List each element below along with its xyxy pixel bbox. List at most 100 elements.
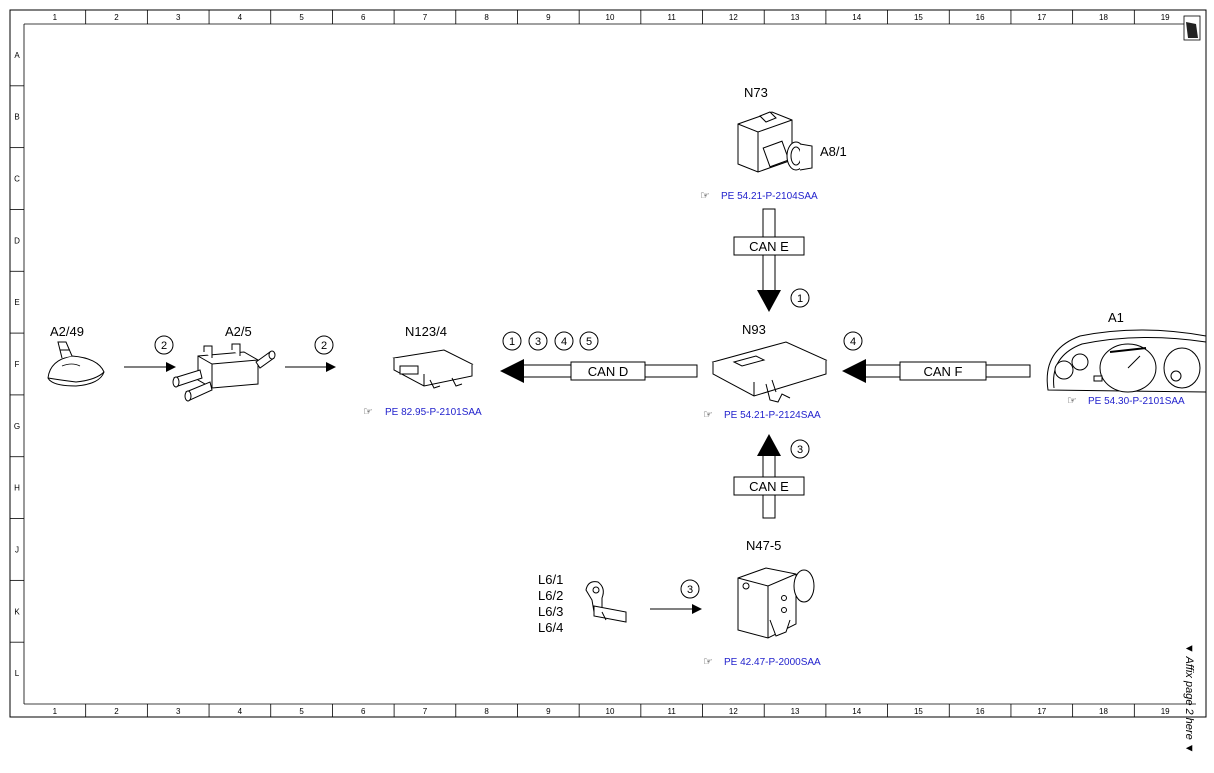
label-l6-4: L6/4 <box>538 620 563 635</box>
marker-a2-49 <box>154 335 174 355</box>
module-n123-4-icon <box>392 349 474 389</box>
grid-top-col-11: 11 <box>668 13 677 22</box>
grid-bottom-col-7: 7 <box>423 707 428 716</box>
reference-a1[interactable]: PE 54.30-P-2101SAA <box>1088 396 1185 407</box>
grid-bottom-col-11: 11 <box>668 707 677 716</box>
can-f-bus-arrow: CAN F <box>842 359 1031 383</box>
label-a2-5: A2/5 <box>225 324 252 339</box>
grid-bottom-col-17: 17 <box>1037 707 1046 716</box>
label-l6-3: L6/3 <box>538 604 563 619</box>
reference-n93[interactable]: PE 54.21-P-2124SAA <box>724 410 821 421</box>
grid-row-G: G <box>14 422 20 431</box>
reference-n123-4[interactable]: PE 82.95-P-2101SAA <box>385 407 482 418</box>
instrument-cluster-a1-icon <box>1046 329 1207 393</box>
grid-bottom-col-18: 18 <box>1099 707 1108 716</box>
bus-label-can-e-top: CAN E <box>749 239 789 254</box>
reference-n47-5[interactable]: PE 42.47-P-2000SAA <box>724 657 821 668</box>
esp-unit-n47-5-icon <box>737 567 815 639</box>
bus-label-can-f: CAN F <box>924 364 963 379</box>
grid-top-col-18: 18 <box>1099 13 1108 22</box>
grid-row-B: B <box>14 113 19 122</box>
antenna-a2-49-icon <box>47 341 105 387</box>
ref-icon-n123: ☞ <box>363 406 373 418</box>
svg-text:1: 1 <box>797 293 803 305</box>
bus-label-can-d: CAN D <box>588 364 628 379</box>
grid-top-col-14: 14 <box>852 13 861 22</box>
reference-n73[interactable]: PE 54.21-P-2104SAA <box>721 191 818 202</box>
label-n93: N93 <box>742 322 766 337</box>
grid-bottom-col-19: 19 <box>1161 707 1170 716</box>
grid-top-col-7: 7 <box>423 13 428 22</box>
splitter-a2-5-icon <box>172 343 276 402</box>
ref-icon-a1: ☞ <box>1067 395 1077 407</box>
svg-text:3: 3 <box>687 584 693 596</box>
label-n123-4: N123/4 <box>405 324 447 339</box>
grid-row-L: L <box>15 669 20 678</box>
grid-top-col-17: 17 <box>1037 13 1046 22</box>
grid-row-D: D <box>14 236 20 245</box>
grid-row-C: C <box>14 175 20 184</box>
grid-top-col-10: 10 <box>606 13 615 22</box>
grid-bottom-col-10: 10 <box>606 707 615 716</box>
can-d-markers: 1 3 4 5 <box>502 331 599 351</box>
grid-top-col-3: 3 <box>176 13 181 22</box>
grid-top-col-13: 13 <box>791 13 800 22</box>
gateway-n93-icon <box>711 341 828 403</box>
label-a8-1: A8/1 <box>820 144 847 159</box>
grid-bottom-col-6: 6 <box>361 707 366 716</box>
grid-bottom-col-9: 9 <box>546 707 551 716</box>
label-l6-2: L6/2 <box>538 588 563 603</box>
ref-icon-n93: ☞ <box>703 409 713 421</box>
grid-top-col-2: 2 <box>114 13 119 22</box>
label-n47-5: N47-5 <box>746 538 781 553</box>
page-corner-icon <box>1183 15 1201 41</box>
svg-text:1: 1 <box>509 336 515 348</box>
svg-text:3: 3 <box>535 336 541 348</box>
label-a1: A1 <box>1108 310 1124 325</box>
grid-bottom-col-14: 14 <box>852 707 861 716</box>
grid-top-col-15: 15 <box>914 13 923 22</box>
label-n73: N73 <box>744 85 768 100</box>
marker-can-e-top <box>790 288 810 308</box>
grid-top-col-9: 9 <box>546 13 551 22</box>
marker-can-f <box>843 331 863 351</box>
ref-icon-n73: ☞ <box>700 190 710 202</box>
can-e-bottom-bus-arrow: CAN E <box>733 434 805 519</box>
grid-top-col-4: 4 <box>238 13 243 22</box>
bus-label-can-e-bottom: CAN E <box>749 479 789 494</box>
grid-bottom-col-5: 5 <box>299 707 304 716</box>
grid-bottom-col-3: 3 <box>176 707 181 716</box>
grid-bottom-col-15: 15 <box>914 707 923 716</box>
grid-top-col-5: 5 <box>299 13 304 22</box>
grid-bottom-col-13: 13 <box>791 707 800 716</box>
grid-top-col-8: 8 <box>484 13 489 22</box>
grid-bottom-col-1: 1 <box>53 707 58 716</box>
grid-row-H: H <box>14 484 20 493</box>
grid-bottom-col-16: 16 <box>976 707 985 716</box>
speed-sensor-l6-icon <box>585 581 627 623</box>
svg-text:4: 4 <box>561 336 567 348</box>
can-e-top-bus-arrow: CAN E <box>733 208 805 312</box>
label-l6-1: L6/1 <box>538 572 563 587</box>
grid-top-col-19: 19 <box>1161 13 1170 22</box>
grid-row-J: J <box>15 545 19 554</box>
grid-row-E: E <box>14 298 19 307</box>
marker-can-e-bottom <box>790 439 810 459</box>
grid-bottom-col-8: 8 <box>484 707 489 716</box>
grid-top-col-1: 1 <box>53 13 58 22</box>
grid-row-K: K <box>14 607 20 616</box>
grid-top-col-12: 12 <box>729 13 738 22</box>
ignition-switch-n73-icon <box>737 111 813 173</box>
marker-a2-5 <box>314 335 334 355</box>
grid-bottom-col-4: 4 <box>238 707 243 716</box>
grid-top-col-6: 6 <box>361 13 366 22</box>
marker-l6 <box>680 579 700 599</box>
grid-row-F: F <box>15 360 20 369</box>
affix-note: ▼ Affix page 2 here ▼ <box>1183 643 1195 754</box>
grid-top-col-16: 16 <box>976 13 985 22</box>
svg-text:5: 5 <box>586 336 592 348</box>
label-a2-49: A2/49 <box>50 324 84 339</box>
